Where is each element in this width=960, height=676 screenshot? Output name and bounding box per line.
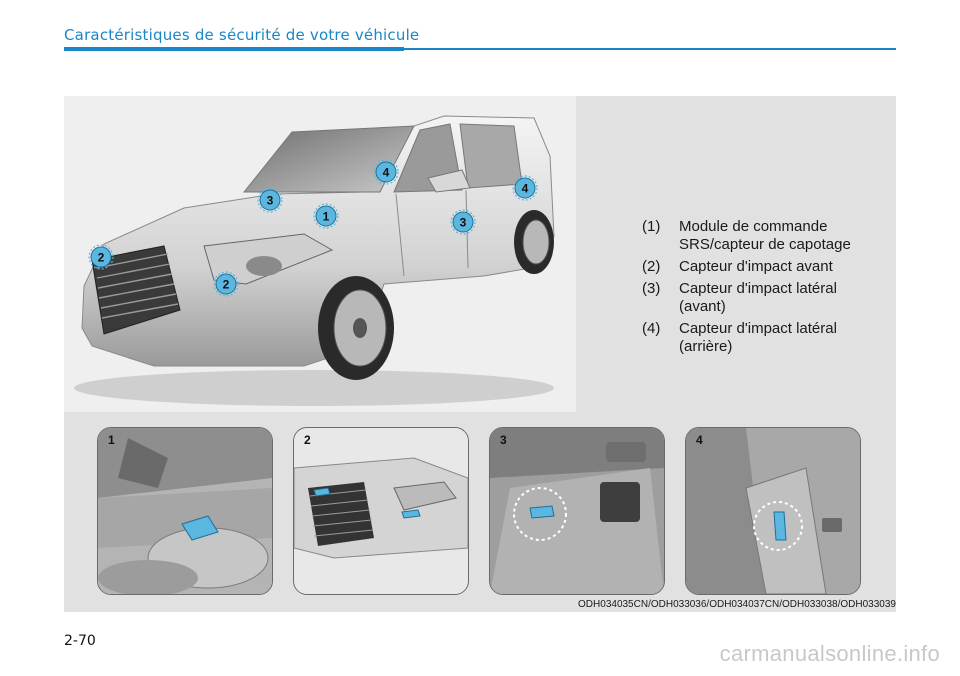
sensor-marker-label: 2 (223, 278, 230, 292)
sensor-markers: 1 2 2 3 3 4 4 (88, 159, 538, 297)
section-title: Caractéristiques de sécurité de votre vé… (64, 26, 420, 44)
rear-pillar-illustration (686, 428, 860, 594)
sensor-marker-1: 1 (313, 203, 339, 229)
legend-item: (3) Capteur d'impact latéral (avant) (642, 280, 879, 316)
legend-item: (4) Capteur d'impact latéral (arrière) (642, 320, 879, 356)
legend-item: (1) Module de commande SRS/capteur de ca… (642, 218, 879, 254)
sensor-marker-3-hood: 3 (257, 187, 283, 213)
legend-number: (1) (642, 218, 661, 235)
inset-photo-3: 3 (489, 427, 665, 595)
legend-text: Module de commande SRS/capteur de capota… (679, 218, 851, 253)
inset-photo-4: 4 (685, 427, 861, 595)
sensor-marker-label: 3 (460, 216, 467, 230)
car-illustration: 1 2 2 3 3 4 4 (64, 96, 576, 412)
legend-item: (2) Capteur d'impact avant (642, 258, 879, 276)
legend-number: (3) (642, 280, 661, 297)
figure-codes: ODH034035CN/ODH033036/ODH034037CN/ODH033… (578, 599, 896, 610)
sensor-marker-label: 1 (323, 210, 330, 224)
sensor-legend: (1) Module de commande SRS/capteur de ca… (642, 218, 879, 360)
legend-number: (2) (642, 258, 661, 275)
title-underline-thin (404, 48, 896, 50)
sensor-marker-label: 3 (267, 194, 274, 208)
inset-number: 3 (500, 433, 507, 447)
legend-text: Capteur d'impact latéral (arrière) (679, 320, 837, 355)
sensor-marker-4-rear: 4 (512, 175, 538, 201)
sensor-marker-label: 2 (98, 251, 105, 265)
console-illustration (98, 428, 272, 594)
inset-number: 2 (304, 433, 311, 447)
sensor-marker-label: 4 (383, 166, 390, 180)
title-underline-thick (64, 47, 404, 51)
legend-text: Capteur d'impact avant (679, 258, 833, 275)
sensor-marker-label: 4 (522, 182, 529, 196)
legend-number: (4) (642, 320, 661, 337)
sensor-marker-4-windshield: 4 (373, 159, 399, 185)
inset-number: 4 (696, 433, 703, 447)
sensor-marker-2-left: 2 (88, 244, 114, 270)
legend-text: Capteur d'impact latéral (avant) (679, 280, 837, 315)
front-bumper-illustration (294, 428, 468, 594)
sensor-marker-3-door: 3 (450, 209, 476, 235)
sensor-marker-2-right: 2 (213, 271, 239, 297)
inset-photo-1: 1 (97, 427, 273, 595)
watermark: carmanualsonline.info (719, 641, 940, 666)
inset-number: 1 (108, 433, 115, 447)
page-number: 2-70 (64, 633, 96, 649)
front-door-illustration (490, 428, 664, 594)
inset-photo-2: 2 (293, 427, 469, 595)
